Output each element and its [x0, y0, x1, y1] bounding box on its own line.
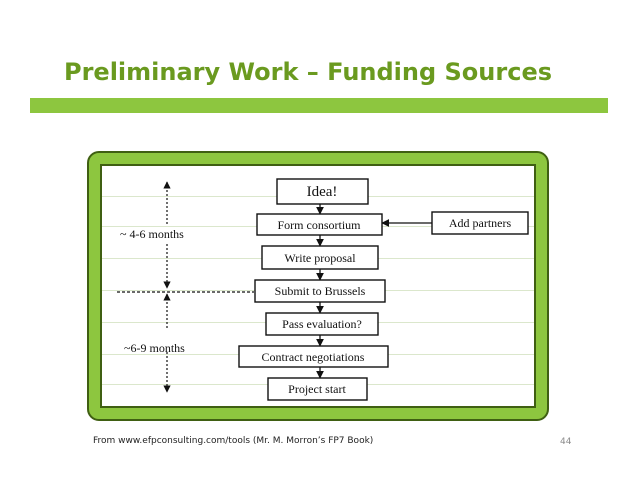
step-idea: Idea! — [276, 178, 369, 205]
diagram-frame: ~ 4-6 months ~6-9 months Idea! Form cons… — [87, 151, 549, 421]
source-caption: From www.efpconsulting.com/tools (Mr. M.… — [93, 436, 374, 446]
step-label: Contract negotiations — [262, 350, 365, 364]
duration-label-2: ~6-9 months — [124, 341, 185, 355]
step-label: Form consortium — [278, 218, 362, 232]
step-label: Pass evaluation? — [282, 317, 362, 331]
side-input-label: Add partners — [449, 216, 512, 230]
flowchart: ~ 4-6 months ~6-9 months Idea! Form cons… — [117, 178, 529, 401]
step-label: Write proposal — [284, 251, 356, 265]
side-input-add-partners: Add partners — [431, 211, 529, 235]
step-submit-to-brussels: Submit to Brussels — [254, 279, 386, 303]
step-label: Idea! — [307, 184, 338, 200]
step-label: Submit to Brussels — [275, 284, 366, 298]
slide-title: Preliminary Work – Funding Sources — [64, 58, 553, 86]
step-pass-evaluation: Pass evaluation? — [265, 312, 379, 336]
diagram-canvas: ~ 4-6 months ~6-9 months Idea! Form cons… — [100, 164, 536, 408]
page-number: 44 — [560, 437, 572, 447]
step-project-start: Project start — [267, 377, 368, 401]
step-label: Project start — [288, 382, 346, 396]
step-form-consortium: Form consortium — [256, 213, 383, 236]
step-contract-negotiations: Contract negotiations — [238, 345, 389, 368]
step-write-proposal: Write proposal — [261, 245, 379, 270]
duration-label-1: ~ 4-6 months — [120, 227, 184, 241]
title-accent-bar — [30, 98, 608, 113]
